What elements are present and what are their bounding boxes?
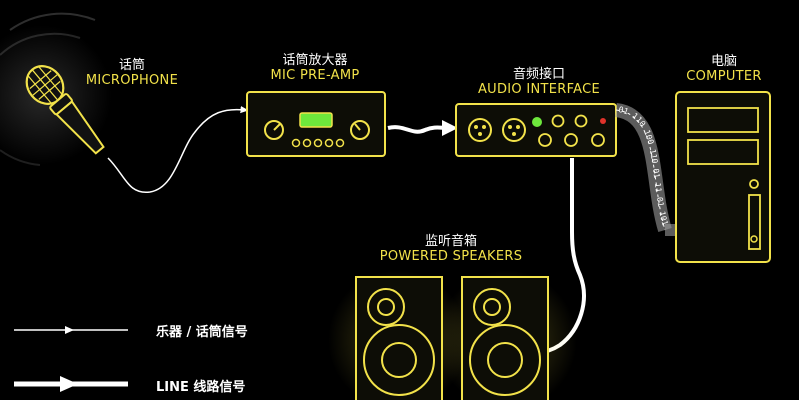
microphone-label-cn: 话筒 <box>118 58 145 73</box>
interface-label-cn: 音频接口 <box>512 67 565 82</box>
legend-mic-signal-label: 乐器 / 话筒信号 <box>156 325 248 340</box>
preamp-label: 话筒放大器 MIC PRE-AMP <box>250 49 380 83</box>
microphone-label-en: MICROPHONE <box>85 73 179 88</box>
preamp-label-cn: 话筒放大器 <box>282 53 348 68</box>
microphone-icon <box>25 65 105 155</box>
preamp-to-interface-line <box>387 119 458 136</box>
computer-label-cn: 电脑 <box>710 54 737 69</box>
preamp-icon <box>246 91 386 157</box>
microphone-label: 话筒 MICROPHONE <box>82 54 182 88</box>
legend-line-arrow <box>60 376 78 392</box>
speakers-label-cn: 监听音箱 <box>424 234 477 249</box>
mic-cable <box>107 105 249 193</box>
computer-tower-icon <box>675 91 771 263</box>
computer-label: 电脑 COMPUTER <box>672 50 776 84</box>
legend-mic-arrow <box>65 326 74 334</box>
interface-label-en: AUDIO INTERFACE <box>477 82 601 97</box>
interface-label: 音频接口 AUDIO INTERFACE <box>464 63 614 97</box>
preamp-label-en: MIC PRE-AMP <box>270 68 360 83</box>
computer-label-en: COMPUTER <box>686 69 762 84</box>
audio-interface-icon <box>455 103 617 157</box>
speaker-icon <box>328 270 577 400</box>
legend-line-signal-label: LINE 线路信号 <box>156 380 246 395</box>
speakers-label-en: POWERED SPEAKERS <box>379 249 523 264</box>
speakers-label: 监听音箱 POWERED SPEAKERS <box>370 230 532 264</box>
